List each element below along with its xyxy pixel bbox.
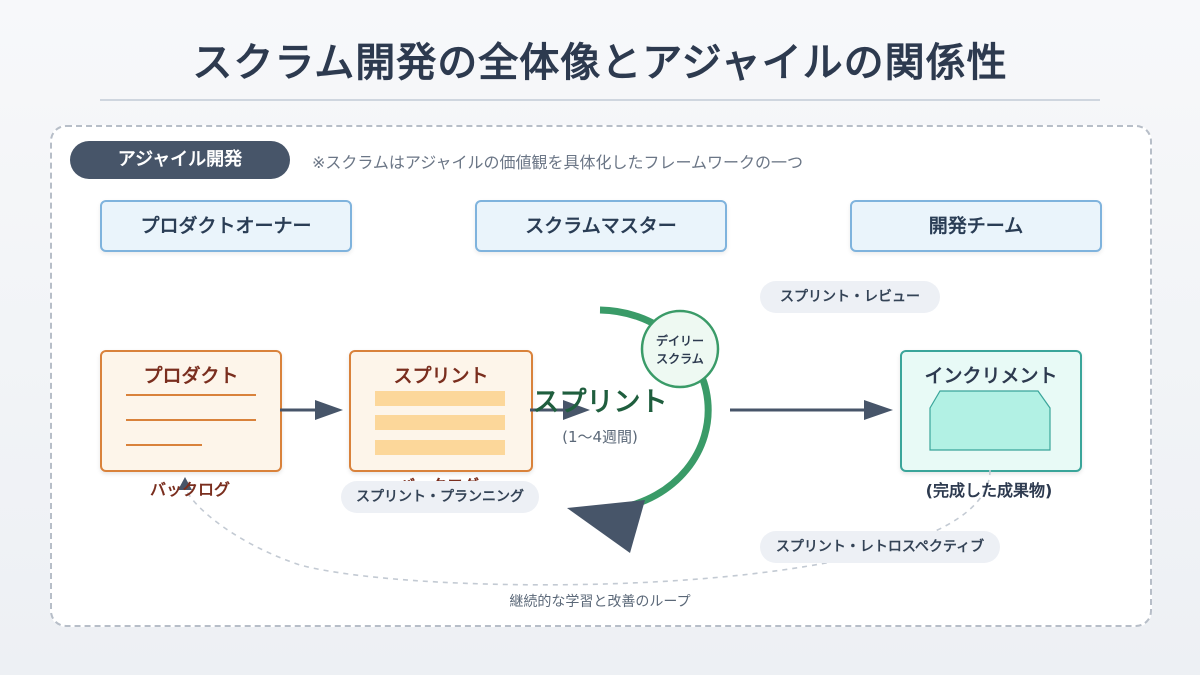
sprint-backlog-title: スプリント bbox=[393, 365, 489, 387]
page-title: スクラム開発の全体像とアジャイルの関係性 bbox=[192, 40, 1008, 86]
daily-scrum-label-1: デイリー bbox=[655, 334, 704, 348]
improvement-loop-arrowhead bbox=[178, 477, 192, 490]
sprint-review-pill: スプリント・レビュー bbox=[760, 281, 940, 313]
backlog-line bbox=[126, 419, 256, 421]
role-scrum-master: スクラムマスター bbox=[475, 200, 727, 252]
sprint-label: スプリント bbox=[532, 387, 668, 418]
product-backlog-title: プロダクト bbox=[143, 365, 239, 387]
product-backlog-caption: バックログ bbox=[149, 480, 230, 499]
arrow-backlog-to-sprint-head bbox=[315, 400, 343, 420]
improvement-loop-path bbox=[184, 469, 991, 586]
agile-development-badge: アジャイル開発 bbox=[70, 141, 290, 179]
increment-title: インクリメント bbox=[924, 365, 1058, 387]
sprint-backlog-bar bbox=[375, 440, 505, 455]
backlog-line bbox=[126, 444, 202, 446]
sprint-backlog-bar bbox=[375, 391, 505, 406]
sprint-cycle-arrowhead bbox=[567, 500, 645, 553]
sprint-backlog-bar bbox=[375, 415, 505, 430]
arrow-into-sprint-head bbox=[563, 400, 590, 420]
sprint-planning-pill: スプリント・プランニング bbox=[341, 481, 539, 513]
title-divider bbox=[100, 99, 1100, 101]
product-backlog-card: プロダクト bbox=[100, 350, 282, 472]
sprint-retrospective-pill: スプリント・レトロスペクティブ bbox=[760, 531, 1000, 563]
sprint-duration: (1〜4週間) bbox=[562, 428, 638, 446]
sprint-cycle-arc bbox=[599, 306, 712, 512]
sprint-backlog-card: スプリント bbox=[349, 350, 533, 472]
improvement-loop-label: 継続的な学習と改善のループ bbox=[509, 594, 691, 610]
agile-note: ※スクラムはアジャイルの価値観を具体化したフレームワークの一つ bbox=[312, 153, 804, 172]
daily-scrum-circle bbox=[640, 309, 720, 389]
increment-caption: (完成した成果物) bbox=[925, 481, 1053, 500]
backlog-line bbox=[126, 394, 256, 396]
role-development-team: 開発チーム bbox=[850, 200, 1102, 252]
role-product-owner: プロダクトオーナー bbox=[100, 200, 352, 252]
daily-scrum-label-2: スクラム bbox=[656, 352, 704, 366]
arrow-sprint-to-increment-head bbox=[864, 400, 893, 420]
increment-shape bbox=[929, 390, 1051, 451]
